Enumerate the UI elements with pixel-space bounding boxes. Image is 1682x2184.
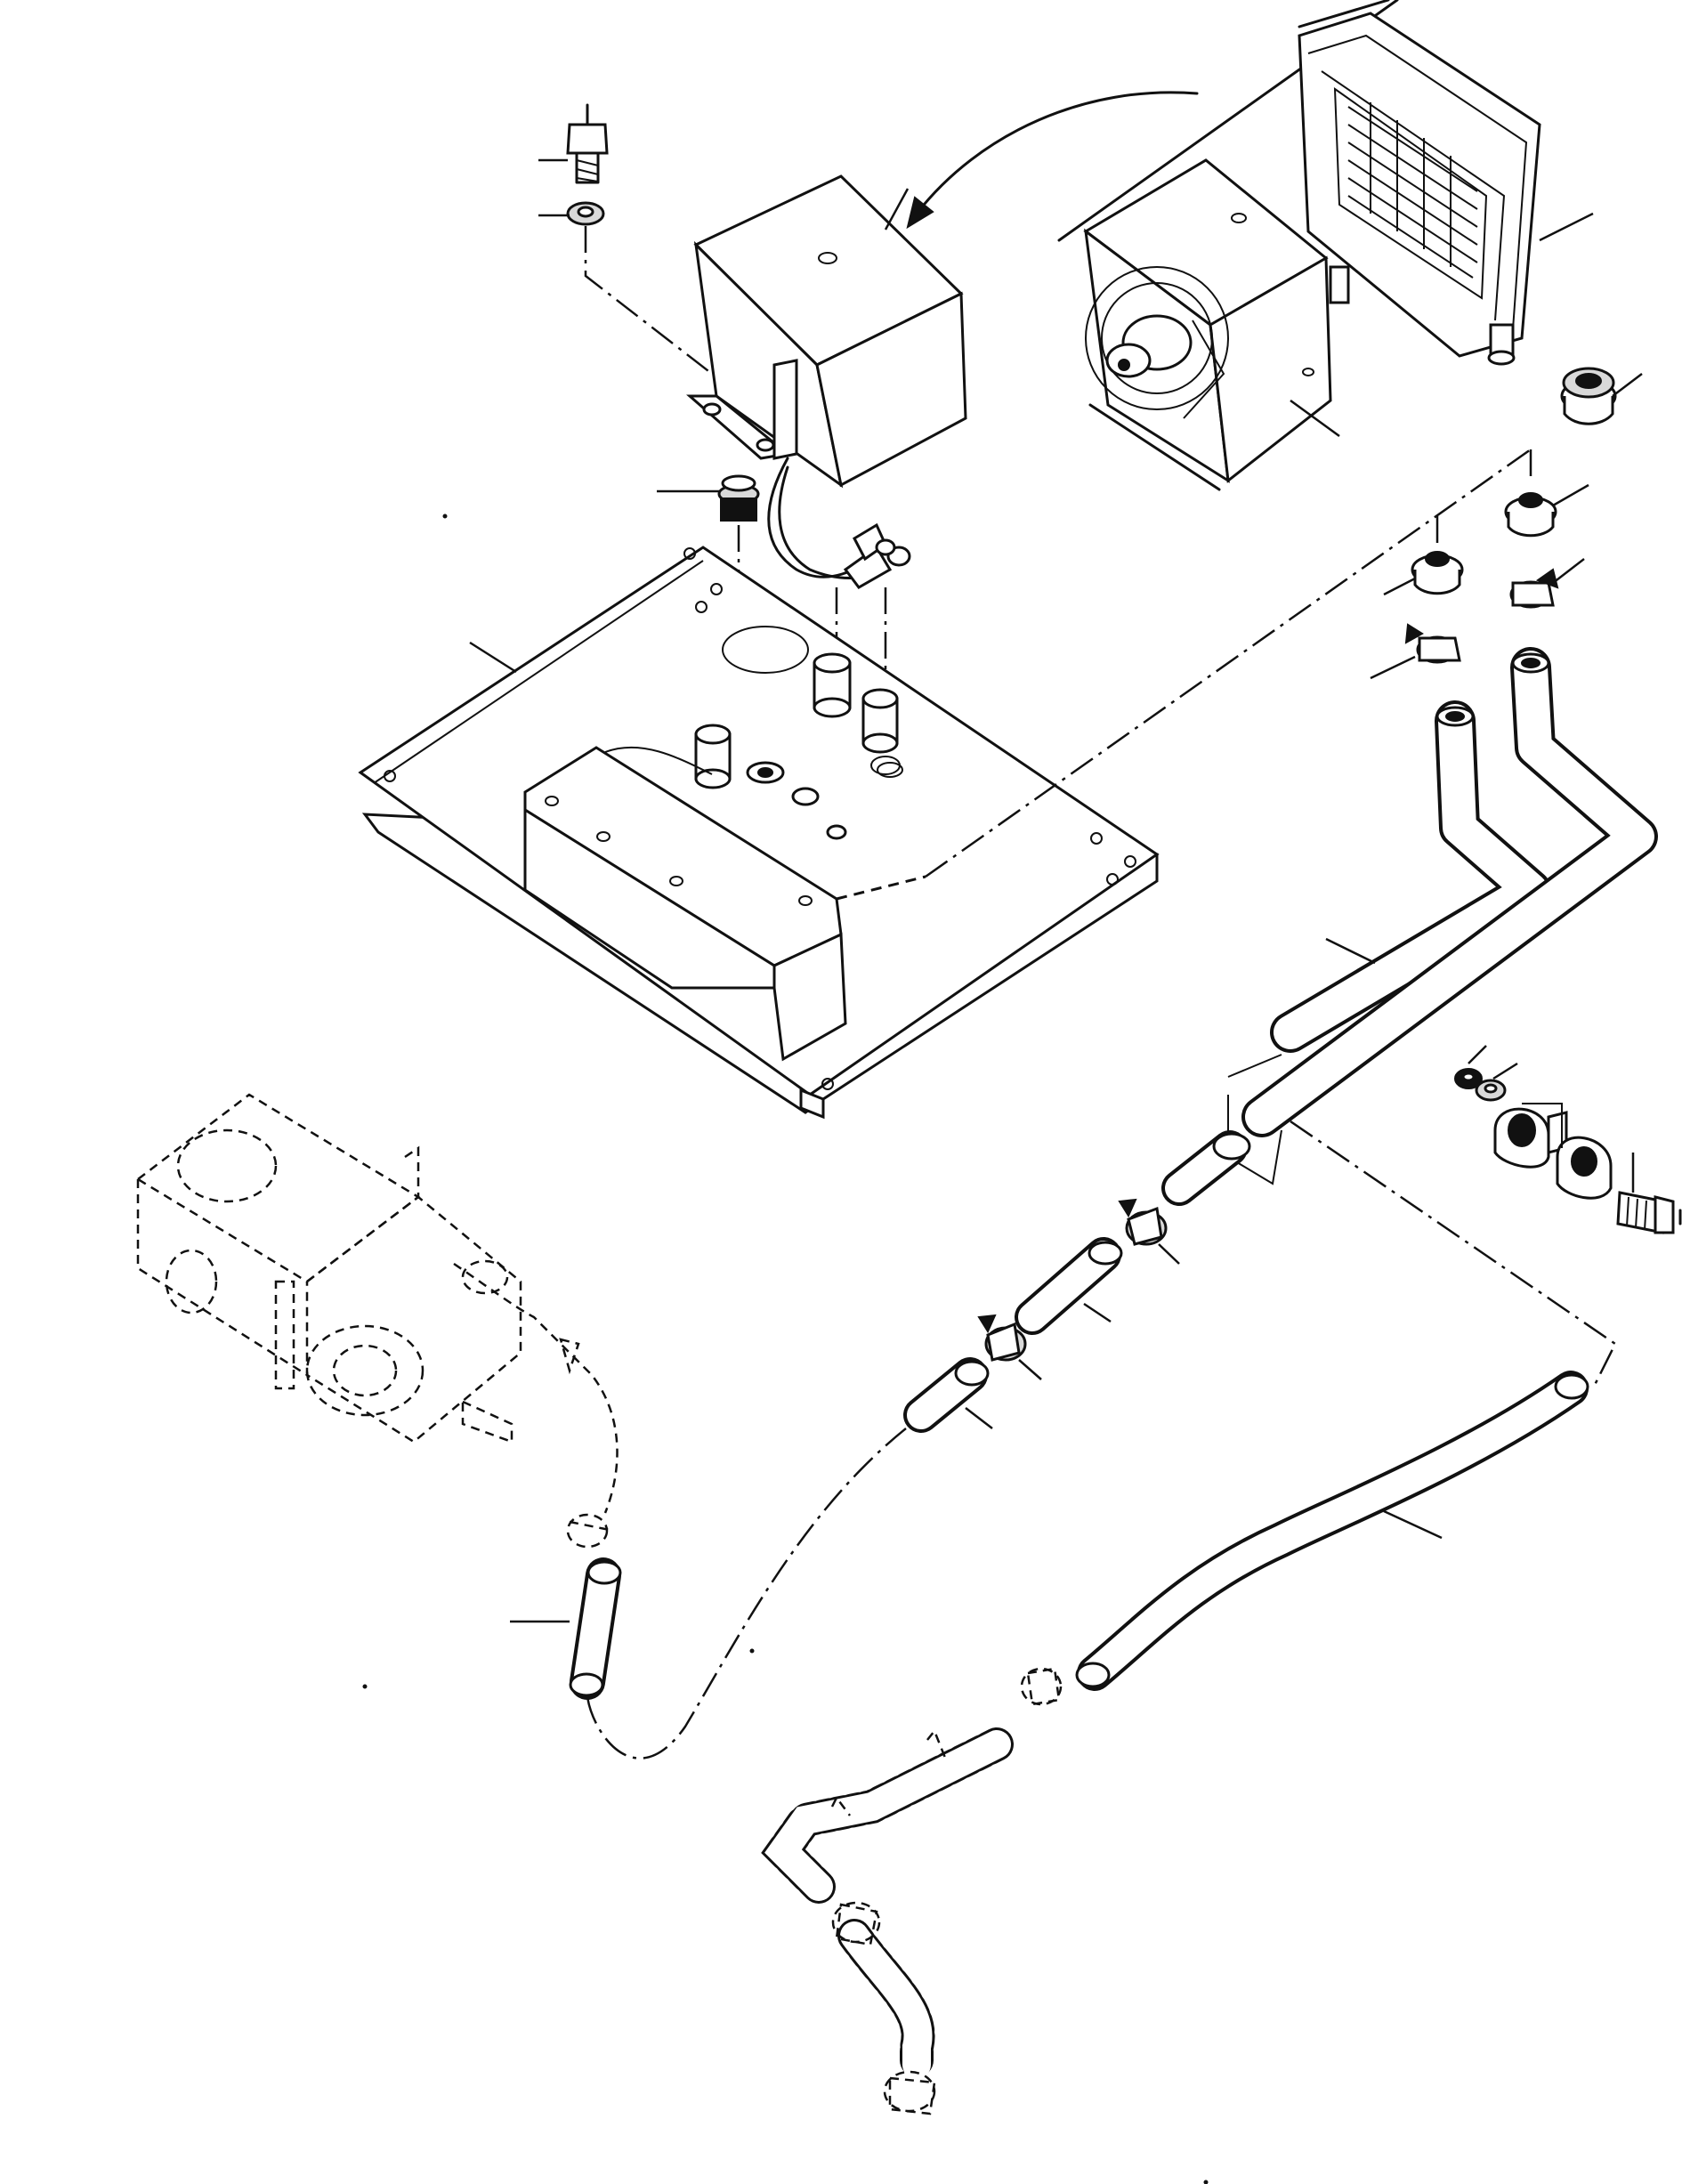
nut [1454, 1068, 1483, 1089]
leader-nut [1468, 1045, 1487, 1064]
heater-core [1298, 0, 1541, 366]
hose-clamp-5 [1020, 1667, 1063, 1706]
hose-short-3 [903, 1357, 990, 1433]
washer-small [1475, 1079, 1507, 1102]
leader-grommet-large [1612, 373, 1643, 397]
hose-upper-b [1241, 647, 1658, 1137]
leader-upper-hoses [1325, 937, 1376, 965]
standoff-2 [861, 688, 899, 754]
phantom-hose-lower [761, 1727, 1014, 2115]
leader-control-box [884, 188, 910, 231]
leader-clamp-2 [1370, 655, 1416, 680]
grommet-2 [1504, 492, 1557, 538]
leader-hose-short-3 [965, 1407, 993, 1429]
routing-line [585, 1428, 907, 1759]
hose-clamp-4 [977, 1314, 1027, 1362]
bolt-axis-line [584, 226, 713, 375]
standoff-4 [746, 761, 785, 784]
grommet-large [1560, 367, 1617, 425]
ref-line-plate [836, 875, 926, 901]
speck [1203, 2180, 1209, 2184]
leader-hose-long [1383, 1509, 1443, 1540]
standoff-3 [694, 724, 732, 789]
leader-grommet-3 [1383, 577, 1416, 596]
hose-clamp-3 [1118, 1198, 1168, 1246]
hose-upper-a [1270, 700, 1551, 1053]
mounting-bracket [523, 746, 847, 1062]
clamp-bracket-line [1522, 1103, 1563, 1148]
phantom-hose-upper [453, 1259, 619, 1549]
phantom-engine [135, 1093, 522, 1444]
hose-short-2 [1015, 1237, 1123, 1335]
leader-heater-core [1539, 212, 1594, 242]
rotation-arrow [906, 91, 1199, 230]
hose-clamp-1 [1509, 568, 1559, 609]
base-plate [358, 546, 1160, 1120]
leader-blower [1290, 399, 1340, 438]
ref-line-lower-right [1290, 1120, 1617, 1389]
leader-clamp-3 [1158, 1243, 1180, 1265]
p-clamp-1 [1493, 1107, 1568, 1169]
ref-line-diagonal [925, 448, 1532, 878]
control-box [686, 174, 967, 489]
wire-harness [767, 457, 911, 589]
speck [442, 514, 448, 519]
leader-base-plate [469, 641, 517, 674]
leader-clamp-4 [1018, 1359, 1042, 1380]
hose-short-1 [1161, 1130, 1251, 1206]
hose-clamp-2 [1404, 623, 1461, 664]
hex-bolt [566, 103, 609, 184]
hose-long-lower [1075, 1371, 1589, 1691]
hose-bracket-outline [1227, 1054, 1282, 1185]
leader-clamp-1 [1552, 558, 1585, 584]
standoff-1 [813, 652, 852, 718]
hex-bolt-right [1616, 1191, 1675, 1234]
grommet-3 [1411, 551, 1464, 595]
speck [362, 1684, 368, 1689]
p-clamp-2 [1556, 1136, 1613, 1200]
grommet [717, 474, 760, 522]
hose-left-lower [569, 1557, 622, 1700]
leader-washer-small [1492, 1062, 1518, 1080]
leader-grommet-2 [1552, 483, 1589, 507]
speck [749, 1648, 755, 1654]
plate-hole [870, 756, 901, 775]
lock-washer [566, 201, 605, 226]
leader-hose-short-2 [1083, 1302, 1112, 1323]
